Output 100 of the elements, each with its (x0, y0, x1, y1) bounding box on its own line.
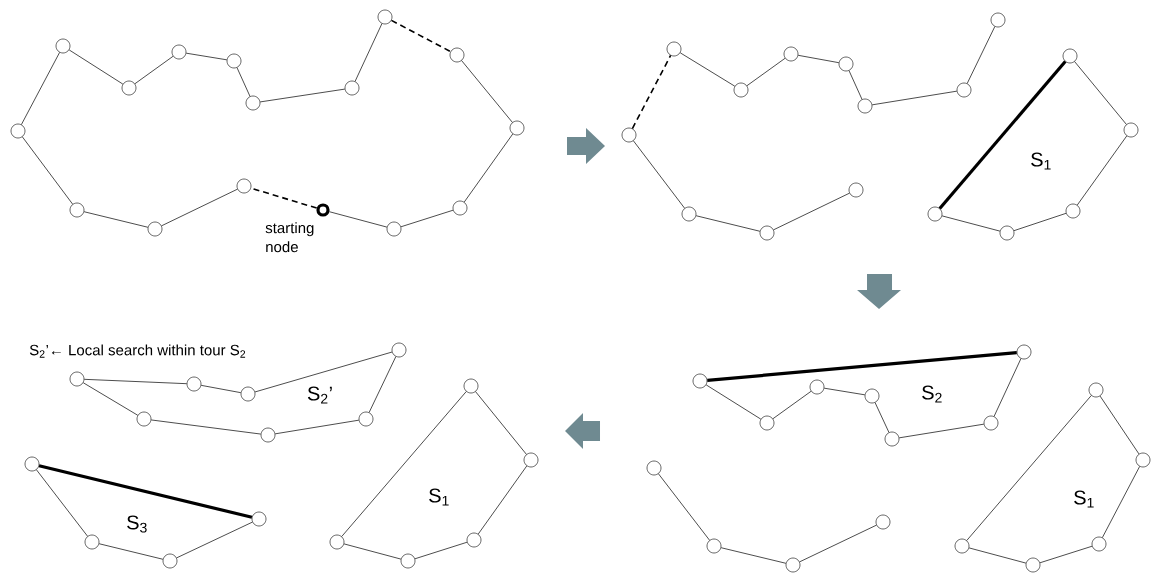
tour-node (84, 534, 100, 550)
tour-edge (797, 54, 840, 64)
tour-node (69, 202, 85, 218)
tour-edge (461, 60, 513, 123)
tour-edge (966, 395, 1092, 541)
tour-node (999, 225, 1015, 241)
tour-node (1062, 48, 1078, 64)
tour-edge (799, 524, 877, 563)
tour-node (10, 123, 26, 139)
tour-node (666, 41, 682, 57)
tour-edge (966, 26, 996, 84)
tour-node (983, 415, 999, 431)
tour-edge (1074, 61, 1127, 125)
caption: S$_{2}$’← Local search within tour S$_{2}$ (29, 344, 246, 358)
tour-node (848, 182, 864, 198)
tour-node (55, 38, 71, 54)
tour-label: S$_{2}$’ (307, 386, 332, 404)
tour-node (956, 82, 972, 98)
tour-edge (772, 390, 812, 420)
tour-edge (200, 384, 242, 394)
tour-node (245, 95, 261, 111)
node-caption: starting node (265, 222, 314, 253)
tour-node (316, 203, 330, 217)
tour-edge (1039, 545, 1093, 564)
tour-node (400, 553, 416, 569)
tour-node (927, 206, 943, 222)
tour-node (1091, 536, 1107, 552)
tour-label: S$_{1}$ (429, 488, 449, 506)
tour-node (681, 206, 697, 222)
tour-node (1016, 344, 1032, 360)
tour-edge (679, 52, 736, 87)
tour-node (884, 431, 900, 447)
tour-edge (236, 67, 251, 97)
tour-label: S$_{1}$ (1074, 490, 1094, 508)
tour-edge (176, 521, 253, 559)
tour-edge (705, 384, 762, 420)
tour-node (759, 415, 775, 431)
tour-node (377, 9, 393, 25)
tour-edge (746, 57, 786, 87)
tour-edge (36, 469, 88, 537)
tour-node (147, 221, 163, 237)
tour-node (954, 538, 970, 554)
removed-edge (390, 19, 452, 53)
tour-node (692, 373, 708, 389)
tour-node (857, 98, 873, 114)
tour-node (785, 557, 801, 573)
tour-edge (83, 378, 188, 385)
tour-node (838, 56, 854, 72)
tour-node (1025, 557, 1041, 573)
tour-node (621, 127, 637, 143)
tour-node (509, 120, 525, 136)
tour-edge (274, 419, 360, 435)
tour-node (136, 411, 152, 427)
tour-node (162, 553, 178, 569)
tour-node (875, 514, 891, 530)
tour-node (391, 342, 407, 358)
tour-node (240, 386, 256, 402)
tour-edge (341, 391, 467, 537)
tour-node (706, 538, 722, 554)
tour-node (344, 80, 360, 96)
new-edge (38, 464, 253, 519)
tour-edge (477, 465, 528, 535)
tour-node (24, 456, 40, 472)
tour-edge (161, 188, 238, 227)
tour-edge (400, 209, 454, 228)
tour-node (329, 534, 345, 550)
tour-node (386, 221, 402, 237)
tour-edge (1076, 135, 1128, 206)
tour-node (236, 178, 252, 194)
tour-label: S$_{2}$ (922, 385, 942, 403)
tour-node (226, 53, 242, 69)
tour-node (171, 44, 187, 60)
tour-edge (871, 90, 958, 106)
tour-edge (633, 140, 685, 209)
tour-edge (898, 423, 985, 439)
tour-node (463, 378, 479, 394)
tour-edge (823, 387, 866, 396)
tour-edge (22, 136, 73, 205)
tour-edge (695, 215, 761, 232)
tour-edge (475, 391, 527, 455)
removed-edge (631, 54, 672, 130)
tour-edge (68, 49, 124, 85)
tour-node (69, 371, 85, 387)
tour-label: S$_{1}$ (1031, 152, 1051, 170)
tour-node (186, 376, 202, 392)
tour-edge (848, 70, 863, 100)
tour-node (466, 532, 482, 548)
tour-edge (941, 215, 1001, 232)
tour-label: S$_{3}$ (127, 515, 147, 533)
tour-node (1088, 382, 1104, 398)
tour-node (452, 200, 468, 216)
tour-node (449, 47, 465, 63)
tour-edge (368, 356, 397, 413)
tour-node (260, 427, 276, 443)
tour-edge (343, 543, 402, 560)
tour-edge (82, 382, 139, 416)
tour-node (990, 12, 1006, 28)
tour-edge (1102, 466, 1140, 538)
tour-node (1123, 122, 1139, 138)
tour-edge (259, 88, 346, 103)
